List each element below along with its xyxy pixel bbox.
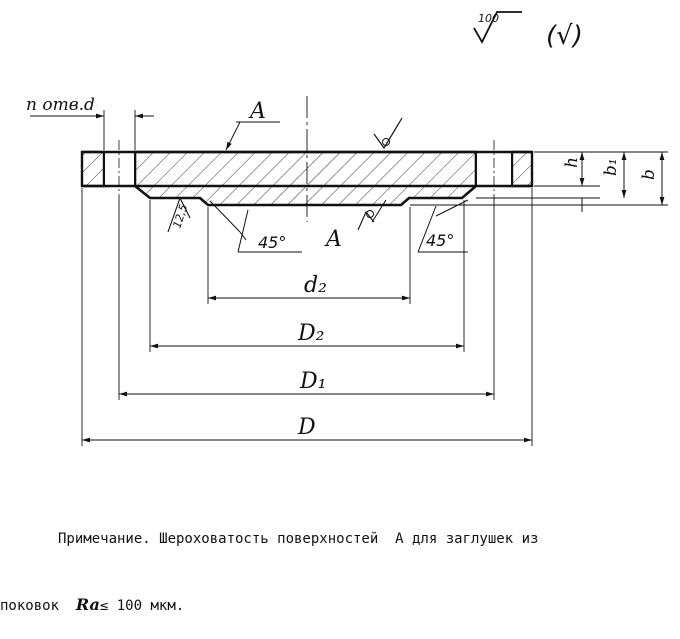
surface-a-bottom-callout: A	[324, 199, 387, 252]
hole-callout: n отв.d	[26, 95, 154, 150]
roughness-header-value: 100	[478, 12, 499, 25]
dim-D2: D₂	[150, 321, 464, 349]
right-rim-section	[510, 150, 534, 188]
dim-b1: b₁	[601, 152, 627, 198]
surface-a-top-label: A	[248, 99, 266, 124]
holes-label: n отв.d	[26, 95, 95, 115]
roughness-12-5-label: 12,5	[170, 203, 190, 230]
roughness-check-icon	[473, 11, 522, 44]
note-line-2-end: ≤ 100 мкм.	[99, 598, 185, 614]
note-line-1: Примечание. Шероховатость поверхностей А…	[58, 531, 539, 547]
surface-a-top-callout: A	[225, 99, 280, 151]
chamfer-left-callout: 45°	[209, 200, 302, 253]
roughness-12-5-callout: 12,5	[167, 196, 191, 233]
dim-h: h	[562, 152, 585, 212]
chamfer-right-callout: 45°	[417, 199, 469, 253]
flange-body	[80, 140, 534, 207]
dim-D: D	[82, 415, 532, 443]
note-line-2-start: поковок	[0, 598, 76, 614]
thickness-extension-lines	[410, 151, 668, 206]
left-rim-section	[80, 150, 106, 188]
dim-h-label: h	[562, 157, 582, 168]
surface-a-bottom-label: A	[324, 227, 342, 252]
dim-D2-label: D₂	[297, 321, 324, 346]
roughness-mark-top	[373, 117, 403, 150]
dim-b-label: b	[639, 169, 659, 180]
ra-symbol: Ra	[75, 595, 100, 614]
roughness-header: 100 (√)	[473, 11, 583, 51]
roughness-paren-symbol: (√)	[546, 21, 583, 51]
left-bolt-hole	[103, 151, 136, 187]
surface-roughness-note: Примечание. Шероховатость поверхностей А…	[0, 484, 680, 639]
chamfer-right-label: 45°	[426, 231, 454, 250]
extension-lines	[81, 188, 533, 446]
note-line-2: поковок Ra≤ 100 мкм.	[0, 594, 680, 617]
dim-D-label: D	[297, 415, 316, 440]
flange-plug-drawing: 100 (√) n отв.d A 12,5	[26, 11, 668, 446]
section-hatched-body	[133, 150, 478, 207]
dim-d2-label: d₂	[304, 273, 327, 298]
dim-d2: d₂	[208, 273, 410, 301]
dim-D1-label: D₁	[299, 369, 326, 394]
dim-b1-label: b₁	[601, 158, 621, 176]
chamfer-left-label: 45°	[258, 233, 286, 252]
dim-b: b	[639, 152, 665, 205]
dim-D1: D₁	[119, 369, 494, 397]
